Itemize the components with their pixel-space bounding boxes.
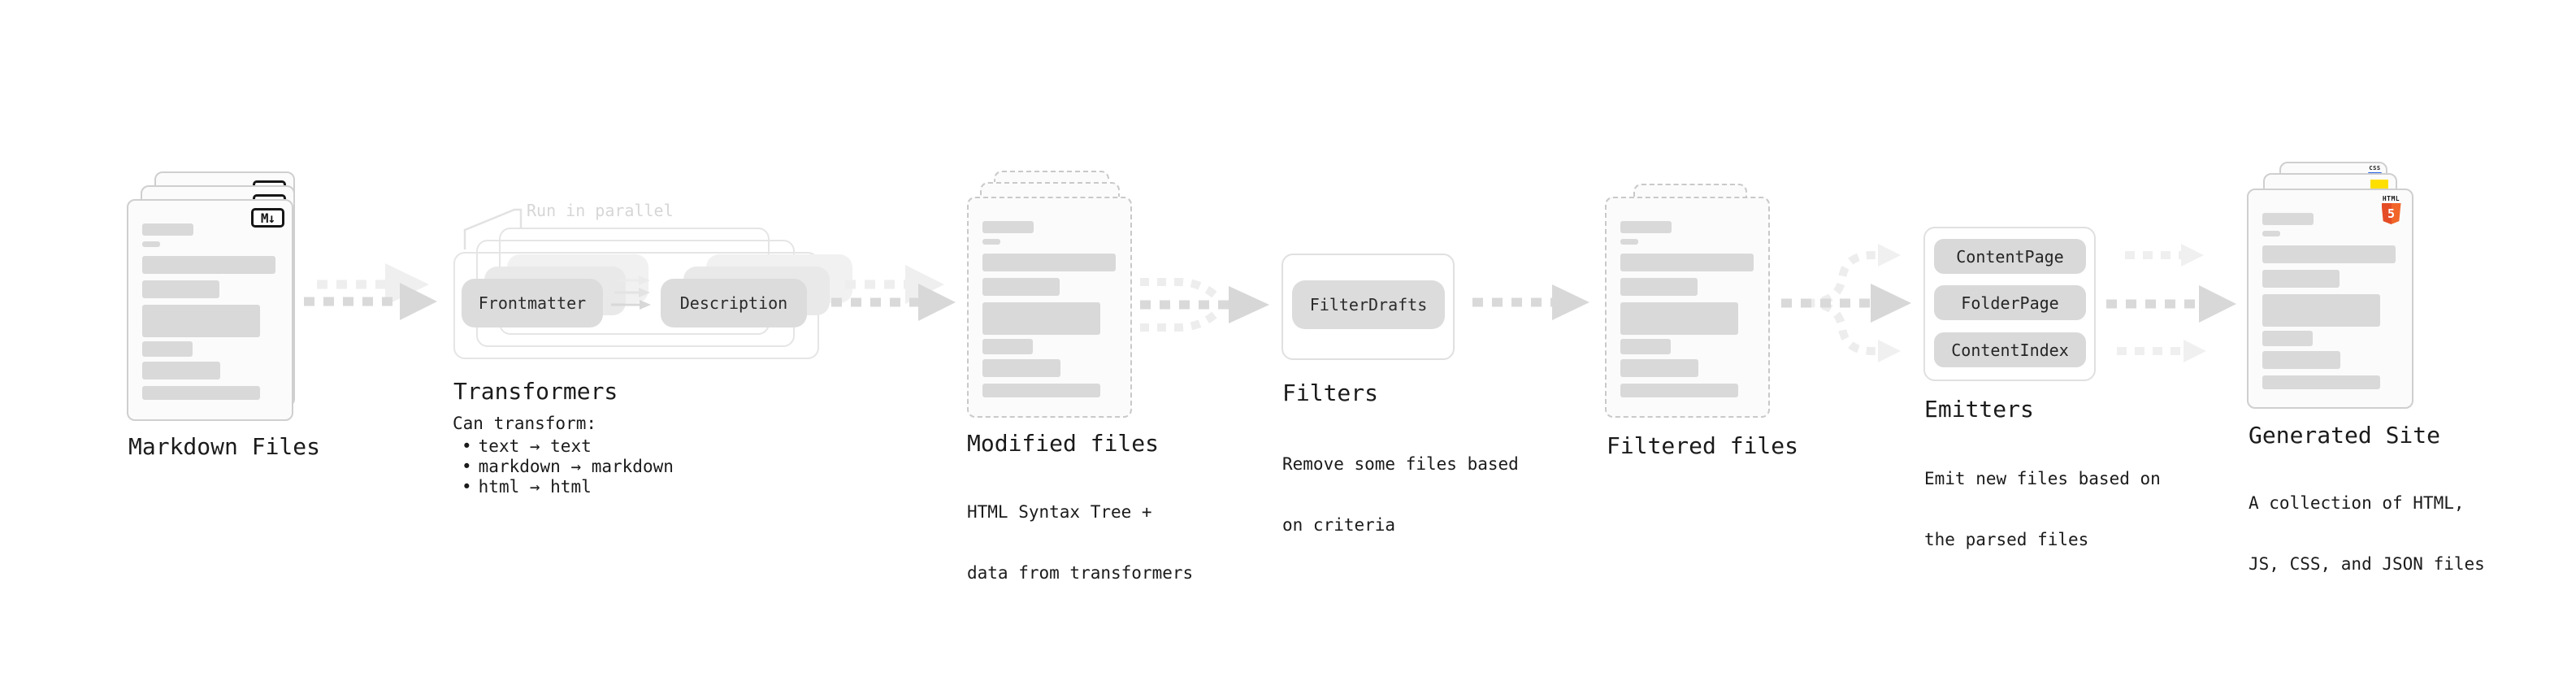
arrow-emitters-to-generated-site	[2106, 244, 2236, 362]
skeleton-line	[982, 302, 1100, 335]
section-label-filters: Filters	[1282, 380, 1379, 406]
description-line: data from transformers	[967, 563, 1194, 583]
skeleton-line	[1620, 221, 1672, 233]
description-line: Emit new files based on	[1924, 469, 2161, 488]
list-item: • text → text	[462, 436, 674, 457]
skeleton-line	[1620, 254, 1754, 271]
skeleton-line	[1620, 339, 1671, 354]
emitter-pill-contentpage: ContentPage	[1934, 239, 2086, 274]
section-label-filtered-files: Filtered files	[1607, 432, 1799, 459]
skeleton-line	[982, 254, 1116, 271]
description-line: the parsed files	[1924, 530, 2089, 549]
skeleton-line	[982, 278, 1060, 296]
skeleton-line	[2262, 231, 2280, 236]
bullet-text: html → html	[478, 477, 592, 497]
skeleton-line	[2262, 245, 2396, 263]
section-label-emitters: Emitters	[1924, 396, 2034, 423]
parallel-annotation: Run in parallel	[527, 201, 674, 220]
modified-files-description: HTML Syntax Tree + data from transformer…	[967, 462, 1193, 624]
skeleton-line	[2262, 351, 2340, 369]
list-item: • markdown → markdown	[462, 457, 674, 477]
skeleton-line	[142, 280, 219, 298]
skeleton-line	[2262, 213, 2314, 225]
transformer-pill-frontmatter: Frontmatter	[462, 279, 603, 327]
skeleton-line	[142, 241, 160, 247]
skeleton-line	[2262, 375, 2380, 389]
generated-site-description: A collection of HTML, JS, CSS, and JSON …	[2249, 453, 2485, 615]
arrow-filtered-files-to-emitters-fanout	[1781, 244, 1911, 362]
css-icon-label: CSS	[2369, 165, 2381, 171]
arrow-modified-files-to-filters-merge	[1140, 278, 1269, 332]
transformer-pill-description: Description	[661, 279, 807, 327]
html5-icon: HTML 5	[2381, 195, 2401, 224]
description-line: Remove some files based	[1282, 454, 1519, 474]
file-card: HTML 5	[2247, 189, 2413, 409]
file-card-dashed	[1605, 197, 1770, 418]
section-label-generated-site: Generated Site	[2249, 422, 2441, 449]
skeleton-line	[142, 386, 260, 400]
skeleton-line	[982, 359, 1060, 377]
arrow-filters-to-filtered-files	[1472, 284, 1589, 320]
markdown-icon: M↓	[251, 208, 284, 228]
skeleton-line	[982, 221, 1034, 233]
skeleton-line	[1620, 384, 1738, 397]
skeleton-line	[142, 362, 220, 380]
skeleton-line	[982, 239, 1000, 245]
filter-pill-filterdrafts: FilterDrafts	[1292, 280, 1445, 329]
skeleton-line	[142, 305, 260, 337]
skeleton-line	[142, 223, 193, 236]
section-label-markdown-files: Markdown Files	[128, 433, 321, 460]
javascript-icon	[2370, 180, 2388, 190]
transformers-bullet-list: • text → text • markdown → markdown • html …	[462, 436, 674, 497]
description-line: on criteria	[1282, 515, 1396, 535]
bullet-marker: •	[462, 457, 472, 476]
html5-icon-label: HTML	[2382, 195, 2400, 202]
skeleton-line	[2262, 294, 2380, 327]
bullet-marker: •	[462, 436, 472, 456]
bullet-marker: •	[462, 477, 472, 497]
skeleton-line	[1620, 359, 1698, 377]
skeleton-line	[982, 339, 1033, 354]
skeleton-line	[1620, 239, 1638, 245]
description-line: JS, CSS, and JSON files	[2249, 554, 2485, 574]
skeleton-line	[2262, 331, 2313, 346]
skeleton-line	[142, 341, 193, 357]
skeleton-line	[2262, 270, 2340, 288]
description-line: HTML Syntax Tree +	[967, 502, 1152, 522]
bullet-text: text → text	[478, 436, 592, 456]
emitter-pill-contentindex: ContentIndex	[1934, 332, 2086, 367]
list-item: • html → html	[462, 477, 674, 497]
skeleton-line	[142, 256, 275, 274]
skeleton-line	[1620, 302, 1738, 335]
description-line: A collection of HTML,	[2249, 493, 2465, 513]
emitters-description: Emit new files based on the parsed files	[1924, 428, 2161, 591]
arrow-markdown-to-transformers	[304, 263, 437, 320]
section-label-transformers: Transformers	[453, 378, 618, 405]
skeleton-line	[982, 384, 1100, 397]
emitter-pill-folderpage: FolderPage	[1934, 285, 2086, 320]
section-label-modified-files: Modified files	[967, 430, 1160, 457]
filters-description: Remove some files based on criteria	[1282, 414, 1519, 576]
file-card-dashed	[967, 197, 1132, 418]
file-card: M↓	[127, 199, 293, 421]
bullet-text: markdown → markdown	[478, 457, 674, 476]
html5-icon-shield: 5	[2381, 203, 2401, 224]
transformers-subtitle: Can transform:	[453, 414, 597, 433]
skeleton-line	[1620, 278, 1698, 296]
